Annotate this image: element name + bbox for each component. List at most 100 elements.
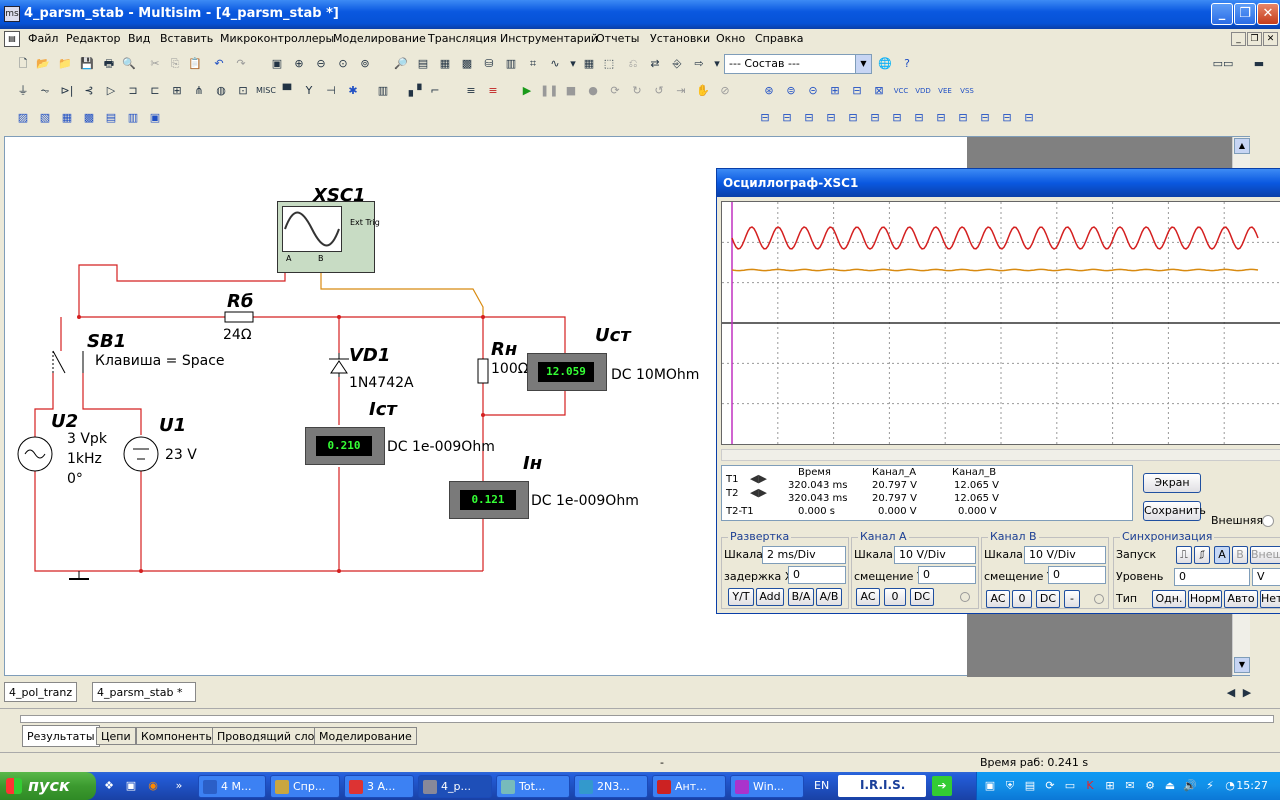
timebase-scale-input[interactable]: 2 ms/Div [762,546,846,564]
document-icon[interactable]: ▤ [4,31,20,47]
menu-view[interactable]: Вид [128,32,151,45]
virtual-basic-icon[interactable]: ⊜ [786,84,796,97]
quicklaunch-firefox-icon[interactable]: ◉ [148,779,158,792]
maximize-button[interactable]: ❐ [1234,3,1256,25]
copy-icon[interactable]: ⎘ [170,57,180,70]
screen-reverse-button[interactable]: Экран [1143,473,1201,493]
save-button[interactable]: Сохранить [1143,501,1206,521]
virtual-analog-icon[interactable]: ⊟ [852,84,862,97]
frequency-counter-icon[interactable]: ⊟ [870,111,880,124]
logic-converter-icon[interactable]: ⊟ [936,111,946,124]
menu-simulate[interactable]: Моделирование [333,32,426,45]
menu-tools[interactable]: Инструментарий [500,32,599,45]
trigger-level-input[interactable]: 0 [1174,568,1250,586]
tray-computer-icon[interactable]: ▤ [1024,779,1036,792]
undo-icon[interactable]: ↶ [214,57,224,70]
open-folder-icon[interactable]: 📂 [36,57,50,70]
task-help[interactable]: Спр... [270,775,340,798]
rectangle-icon[interactable]: ▩ [83,111,95,124]
logic-analyzer-icon[interactable]: ⊟ [914,111,924,124]
trigger-rising-edge-icon[interactable]: ⎍ [1176,546,1192,564]
multisim-app-icon[interactable]: ms [4,6,20,22]
wattmeter-icon[interactable]: ⊟ [804,111,814,124]
misc-icon[interactable]: MISC [256,86,276,95]
toggle-breakpoint-icon[interactable]: ✋ [696,84,710,97]
breadboard-icon[interactable]: ▭▭ [1212,57,1234,70]
external-trigger-terminal[interactable] [1262,515,1274,527]
channel-b-zero-button[interactable]: 0 [1012,590,1032,608]
grid-icon[interactable]: ▩ [461,57,473,70]
tray-power-icon[interactable]: ⚡ [1206,779,1214,792]
t2-cursor-arrows[interactable]: ◀▶ [750,486,767,499]
t1-cursor-arrows[interactable]: ◀▶ [750,472,767,485]
net-icon[interactable]: ≡ [488,84,498,97]
quicklaunch-explorer-icon[interactable]: ❖ [104,779,114,792]
sheet-tab-4-pol-tranz[interactable]: 4_pol_tranz [4,682,78,702]
channel-b-ypos-input[interactable]: 0 [1048,566,1106,584]
mdi-restore-button[interactable]: ❐ [1247,32,1262,46]
tray-monitor-icon[interactable]: ▭ [1064,779,1076,792]
database-icon[interactable]: ⛁ [484,57,494,70]
mcu-icon[interactable]: ✱ [348,84,358,97]
tab-scroll-right-icon[interactable]: ▶ [1242,686,1252,699]
oscilloscope-scrollbar[interactable] [721,449,1280,461]
task-acrobat[interactable]: 3 A... [344,775,414,798]
icm-ammeter[interactable]: 0.210 [305,427,385,465]
globe-icon[interactable]: 🌐 [878,57,892,70]
mixed-icon[interactable]: ⋔ [194,84,204,97]
vss-icon[interactable]: VSS [960,87,974,95]
function-generator-icon[interactable]: ⊟ [782,111,792,124]
remove-breakpoints-icon[interactable]: ⊘ [720,84,730,97]
trigger-falling-edge-icon[interactable]: ⎎ [1194,546,1210,564]
mode-ab-button[interactable]: A/B [816,588,842,606]
help-icon[interactable]: ? [904,57,910,70]
iris-go-icon[interactable]: ➔ [932,776,952,796]
channel-a-scale-input[interactable]: 10 V/Div [894,546,976,564]
erc-icon[interactable]: ▦ [583,57,595,70]
breakpoint-icon[interactable]: ● [588,84,598,97]
text-icon[interactable]: ▧ [39,111,51,124]
tray-update-icon[interactable]: ⟳ [1045,779,1055,792]
task-total[interactable]: Tot... [496,775,570,798]
tray-shield-icon[interactable]: ⛨ [1005,779,1015,792]
advanced-peripherals-icon[interactable]: ▀ [282,84,292,97]
close-button[interactable]: ✕ [1257,3,1279,25]
polygon-icon[interactable]: ▣ [149,111,161,124]
transistor-icon[interactable]: ⊰ [84,84,94,97]
in-use-combo[interactable]: --- Состав --- ▼ [724,54,872,74]
analysis-icon[interactable]: ∿ [550,57,560,70]
rubber-band-icon[interactable]: ⬚ [603,57,615,70]
rf-icon[interactable]: Y [305,84,313,97]
iv-analyzer-icon[interactable]: ⊟ [958,111,968,124]
task-multisim[interactable]: 4_p... [418,775,492,798]
mode-yt-button[interactable]: Y/T [728,588,754,606]
print-icon[interactable]: 🖶 [103,57,115,70]
tray-kaspersky-icon[interactable]: K [1086,779,1094,792]
vdd-icon[interactable]: VDD [915,87,931,95]
run-simulation-icon[interactable]: ▶ [522,84,532,97]
graphic-annotation-icon[interactable]: ▨ [17,111,29,124]
paste-icon[interactable]: 📋 [188,57,202,70]
in-use-dropdown-icon[interactable]: ▾ [714,57,720,70]
menu-window[interactable]: Окно [716,32,746,45]
virtual-diode-icon[interactable]: ⊝ [808,84,818,97]
zoom-in-icon[interactable]: ⊕ [294,57,304,70]
open-sample-icon[interactable]: 📁 [58,57,72,70]
channel-b-terminal[interactable] [1094,594,1104,604]
channel-a-terminal[interactable] [960,592,970,602]
grapher-icon[interactable]: ▥ [505,57,517,70]
menu-help[interactable]: Справка [755,32,804,45]
basic-icon[interactable]: ⏦ [40,84,50,97]
power-icon[interactable]: ⊡ [238,84,248,97]
misc-digital-icon[interactable]: ⊞ [172,84,182,97]
pause-simulation-icon[interactable]: ❚❚ [540,84,559,97]
start-button[interactable]: пуск [0,772,96,800]
channel-b-scale-input[interactable]: 10 V/Div [1024,546,1106,564]
channel-b-minus-button[interactable]: - [1064,590,1080,608]
menu-reports[interactable]: Отчеты [596,32,640,45]
minimize-button[interactable]: _ [1211,3,1233,25]
tray-chat-icon[interactable]: ✉ [1125,779,1135,792]
ni-elvis-icon[interactable]: ▬ [1253,57,1265,70]
postprocessor-icon[interactable]: ⌗ [529,57,537,70]
tray-clock-icon[interactable]: ◔ [1225,779,1235,792]
